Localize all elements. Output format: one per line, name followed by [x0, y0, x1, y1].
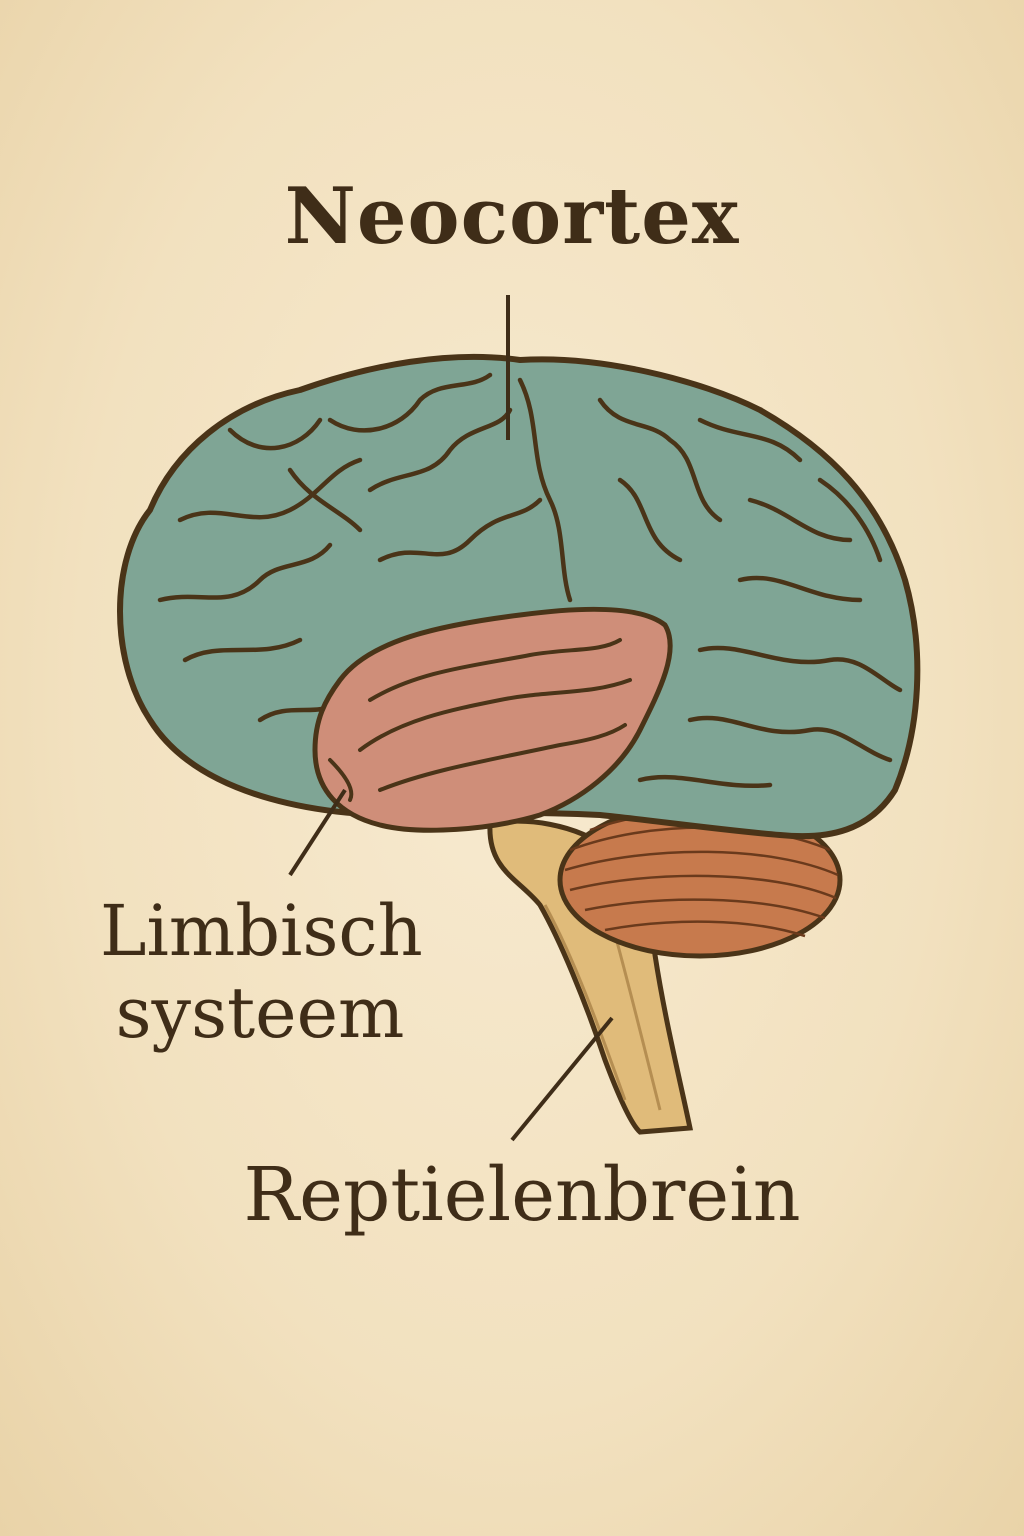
limbic-label-line1: Limbisch [100, 890, 423, 972]
limbic-leader-line [288, 788, 347, 877]
limbic-system-label: Limbisch systeem [100, 890, 423, 1054]
reptilian-brain-label: Reptielenbrein [243, 1152, 801, 1238]
reptilian-leader-line [510, 1016, 614, 1142]
limbic-gyri [328, 638, 632, 802]
limbic-region [312, 606, 673, 833]
limbic-label-line2: systeem [115, 972, 405, 1054]
neocortex-label: Neocortex [284, 171, 740, 262]
neocortex-gyri [157, 372, 903, 789]
brainstem-fiber [543, 904, 627, 1101]
